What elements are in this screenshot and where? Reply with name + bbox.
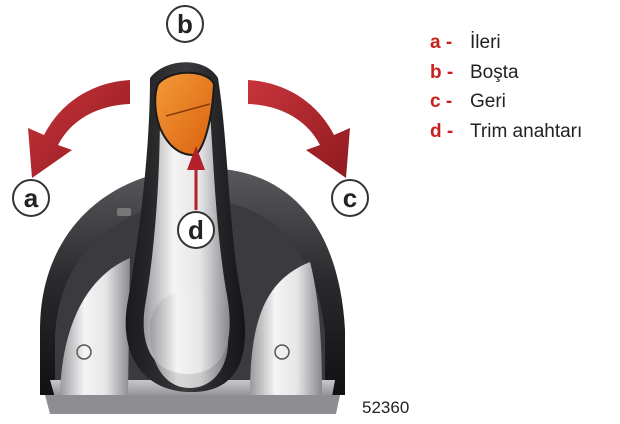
legend-label: Trim anahtarı: [470, 120, 583, 142]
legend-label: İleri: [470, 32, 501, 53]
callout-d: d: [177, 211, 215, 249]
legend: a - İleri b - Boşta c - Geri d - Trim an…: [430, 32, 615, 150]
svg-text:c: c: [343, 183, 357, 213]
legend-item: a - İleri: [430, 32, 615, 62]
trim-pointer-arrow: [187, 146, 205, 210]
legend-item: b - Boşta: [430, 62, 615, 92]
svg-text:d: d: [188, 215, 204, 245]
legend-key: d -: [430, 120, 454, 142]
legend-label: Geri: [470, 91, 506, 112]
callout-b: b: [166, 5, 204, 43]
callout-a: a: [12, 179, 50, 217]
figure-number: 52360: [362, 398, 410, 417]
legend-key: a -: [430, 32, 453, 53]
svg-text:b: b: [177, 9, 193, 39]
svg-text:a: a: [24, 183, 39, 213]
legend-label: Boşta: [470, 61, 519, 83]
callout-c: c: [331, 179, 369, 217]
legend-item: c - Geri: [430, 91, 615, 121]
forward-arrow: [28, 80, 130, 178]
legend-item: d - Trim anahtarı: [430, 121, 615, 151]
legend-key: c -: [430, 91, 453, 112]
legend-key: b -: [430, 61, 454, 83]
reverse-arrow: [248, 80, 350, 178]
trim-switch: [154, 71, 216, 157]
